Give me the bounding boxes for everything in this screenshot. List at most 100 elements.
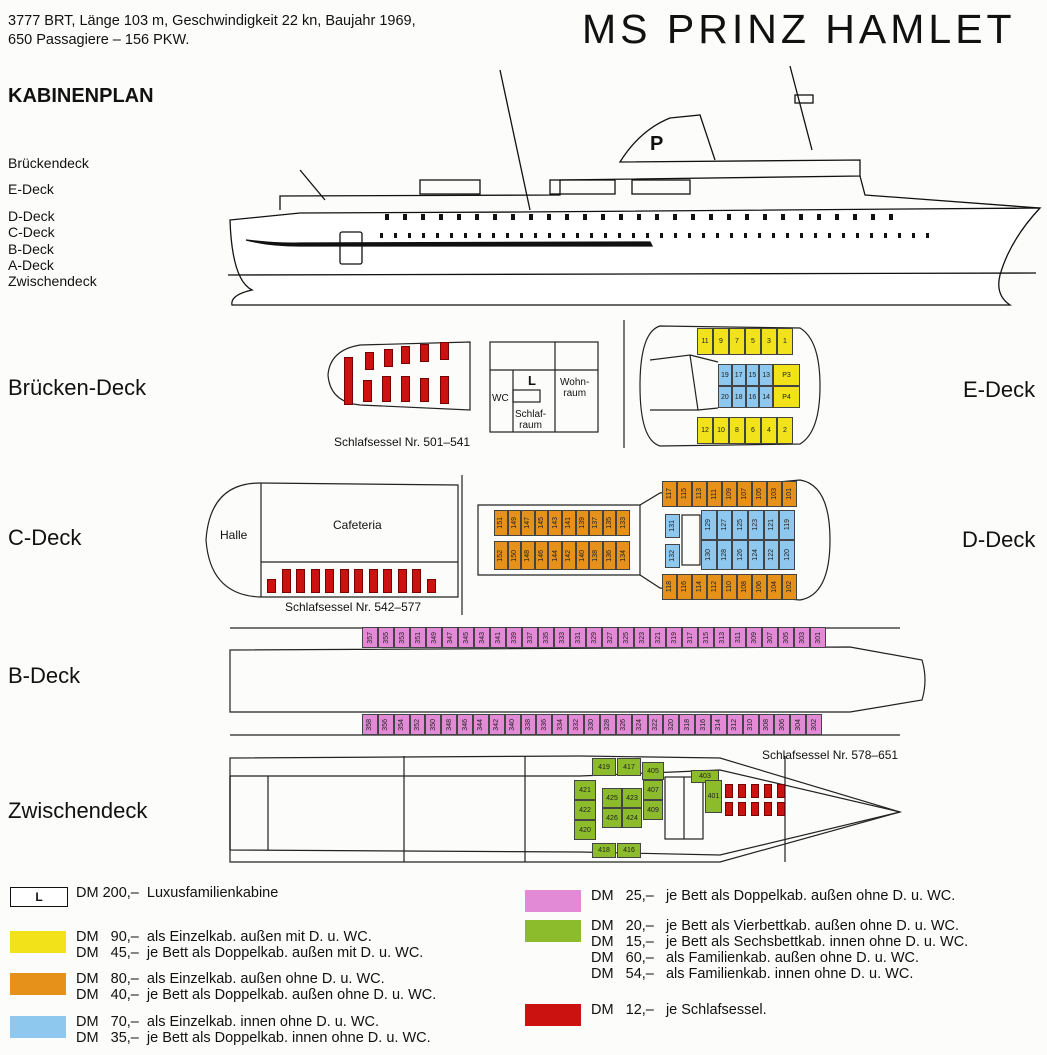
cabin: 328: [599, 714, 616, 735]
cabin-number: 139: [578, 517, 586, 529]
deck-index-item: Zwischendeck: [8, 273, 97, 289]
cabin-number: 1: [783, 338, 787, 345]
cabin-number: 333: [558, 631, 566, 644]
legend-text: DM 200,– Luxusfamilienkabine: [76, 885, 278, 901]
cabin: 136: [602, 541, 617, 570]
cabin-number: 313: [718, 631, 726, 644]
cabin: 337: [522, 627, 538, 648]
cabin: 104: [767, 574, 782, 600]
cabin-number: P3: [782, 371, 791, 379]
cabin: 102: [782, 574, 797, 600]
cabin: 144: [548, 541, 562, 570]
cabin-number: 13: [762, 371, 771, 379]
cabin-number: 350: [429, 718, 437, 731]
cabin-number: 317: [686, 631, 694, 644]
cabin-number: 324: [636, 718, 644, 731]
cabin-number: 346: [461, 718, 469, 731]
cabin-number: 125: [736, 519, 744, 531]
cabin-number: 348: [445, 718, 453, 731]
cabin: 308: [758, 714, 775, 735]
cabin-number: 345: [462, 631, 470, 644]
cabin-number: 143: [551, 517, 559, 529]
cabin-number: 321: [654, 631, 662, 644]
cabin: 10: [713, 417, 729, 444]
cabin: 331: [570, 627, 586, 648]
cabin: 426: [602, 808, 622, 828]
cabin: 118: [662, 574, 677, 600]
cabin: 343: [474, 627, 490, 648]
legend-swatch: [10, 1016, 66, 1038]
reclining-seat: [368, 569, 378, 593]
cabin-number: 110: [726, 581, 733, 593]
cabin-number: 113: [696, 488, 703, 500]
cabin-number: 119: [783, 519, 791, 531]
cabin: 349: [426, 627, 442, 648]
cabin-number: 105: [756, 488, 763, 500]
cabin: 339: [506, 627, 522, 648]
cabin-number: 146: [538, 549, 546, 562]
cabin: 356: [377, 714, 394, 735]
ship-specs: 3777 BRT, Länge 103 m, Geschwindigkeit 2…: [8, 12, 416, 50]
cabin-number: 130: [705, 549, 713, 561]
deck-label-z: Zwischendeck: [8, 798, 148, 823]
deck-index-item: E-Deck: [8, 181, 54, 197]
cabin: 316: [695, 714, 711, 735]
cabin-number: 115: [681, 488, 688, 500]
cabin: 106: [752, 574, 767, 600]
cabin-number: 315: [702, 631, 710, 644]
legend-text: DM 90,– als Einzelkab. außen mit D. u. W…: [76, 929, 423, 961]
cabin: 138: [589, 541, 603, 570]
cabin-number: 417: [623, 763, 635, 771]
cabin: 150: [507, 541, 522, 570]
reclining-seat: [412, 569, 421, 593]
cabin-number: 334: [556, 718, 564, 731]
cabin: 319: [666, 627, 682, 648]
cabin-number: 325: [622, 631, 630, 644]
cabin-number: 151: [497, 517, 505, 529]
deck-label-b: B-Deck: [8, 663, 81, 688]
cabin: 318: [679, 714, 696, 735]
cabin-number: 405: [647, 767, 659, 775]
cabin-number: 107: [741, 488, 748, 500]
reclining-seat: [401, 346, 410, 364]
cabin: 323: [634, 627, 650, 648]
cabin-number: 145: [538, 517, 546, 529]
deck-index-item: A-Deck: [8, 257, 54, 273]
cabin-number: 354: [398, 718, 406, 731]
cabin: 141: [562, 510, 576, 536]
cabin-number: 118: [666, 581, 673, 593]
legend-line: DM 90,– als Einzelkab. außen mit D. u. W…: [76, 929, 372, 945]
cabin-number: 335: [542, 631, 550, 644]
cabin: 148: [521, 541, 535, 570]
cabin: 3: [761, 328, 777, 355]
cabin-number: 101: [786, 488, 793, 500]
cabin: 7: [729, 328, 745, 355]
cabin: 420: [574, 820, 596, 840]
cabin-number: 9: [719, 338, 723, 345]
cabin-number: 426: [606, 814, 618, 822]
cabin: 334: [552, 714, 569, 735]
cabin: 8: [729, 417, 745, 444]
cabin: 407: [643, 780, 663, 800]
cabin: 314: [710, 714, 727, 735]
cabin-number: 352: [414, 718, 421, 731]
cabin-number: 152: [497, 549, 505, 562]
cabin-number: 337: [526, 631, 534, 644]
cabin-number: P4: [782, 393, 791, 401]
cabin: 321: [650, 627, 666, 648]
cabin-number: 111: [711, 488, 718, 500]
cabin-number: 311: [734, 631, 742, 644]
cabin: 424: [622, 808, 642, 828]
cabin: 20: [718, 386, 732, 408]
cabin: 2: [777, 417, 793, 444]
cabin-number: 18: [734, 393, 743, 401]
reclining-seat: [738, 784, 746, 798]
cabin-number: 109: [726, 488, 733, 500]
ship-name-title: MS PRINZ HAMLET: [582, 6, 1016, 52]
reclining-seat: [440, 376, 449, 404]
cabin: 116: [677, 574, 692, 600]
cabin-number: 3: [767, 338, 771, 345]
cabin: 152: [494, 541, 508, 570]
cabin-number: 117: [666, 488, 673, 500]
